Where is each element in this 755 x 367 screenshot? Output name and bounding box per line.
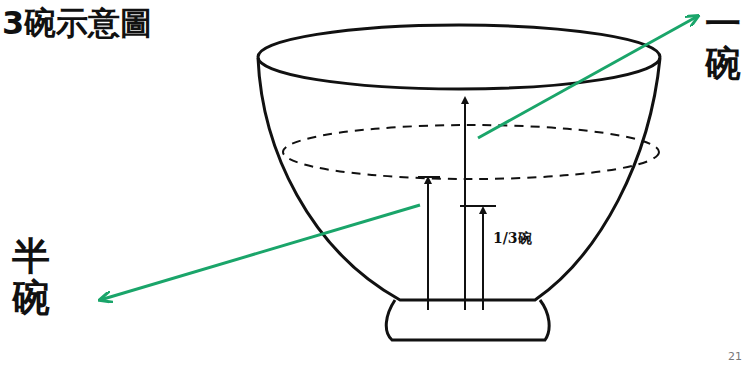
bowl-body [258, 58, 660, 300]
half-arrow [427, 178, 429, 310]
bowl-foot [386, 300, 549, 340]
bowl-rim [258, 25, 660, 89]
half-level [283, 125, 659, 179]
pointer-arrow [100, 205, 420, 300]
vertical-label: 半碗 [12, 236, 50, 320]
third-arrow [482, 208, 484, 310]
third-bar [460, 205, 496, 207]
level-label: 1/3碗 [493, 230, 532, 248]
half-bar [418, 176, 440, 178]
vertical-label: 一碗 [705, 4, 741, 83]
pointer-arrow [478, 16, 698, 138]
full-arrow [464, 98, 466, 310]
page-number: 21 [728, 350, 742, 363]
diagram-title: 3碗示意圖 [2, 2, 152, 46]
